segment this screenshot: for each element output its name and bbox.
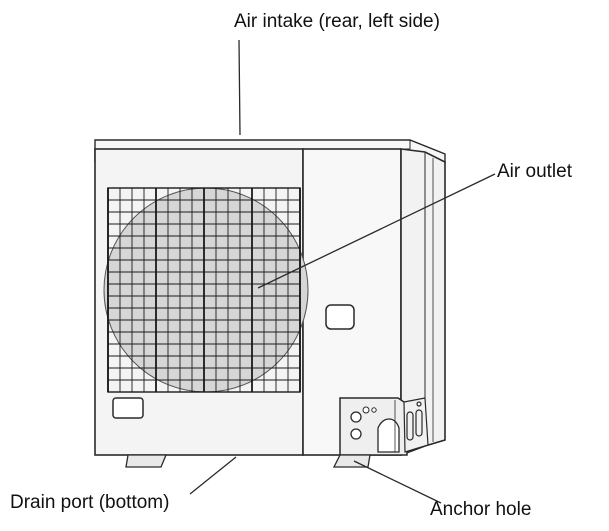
air-outlet-label: Air outlet	[497, 161, 572, 182]
handle-recess	[325, 304, 355, 330]
leader-lines	[189, 39, 496, 504]
leader-air-outlet	[257, 173, 496, 289]
mounting-feet	[125, 454, 371, 468]
anchor-hole-label: Anchor hole	[430, 499, 532, 520]
grille-border	[107, 187, 301, 393]
leader-air-intake	[238, 39, 241, 136]
side-pipe-fittings	[403, 397, 429, 453]
fan-grille	[107, 187, 301, 393]
leader-anchor-hole	[353, 460, 442, 504]
valve-cover	[339, 397, 408, 456]
air-intake-label: Air intake (rear, left side)	[234, 11, 440, 32]
leader-drain-port	[189, 456, 237, 495]
fan-disk	[103, 187, 309, 393]
drain-port-label: Drain port (bottom)	[10, 492, 170, 513]
lower-left-opening	[112, 397, 144, 419]
